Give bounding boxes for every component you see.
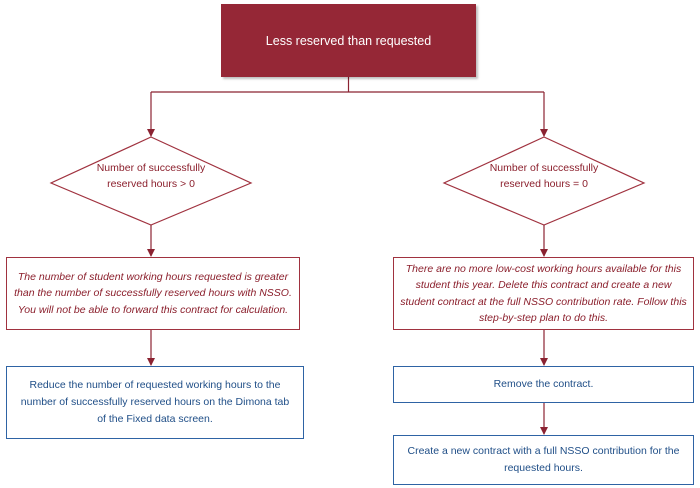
start-node-label: Less reserved than requested	[265, 33, 432, 48]
left-warning-box: The number of student working hours requ…	[6, 257, 300, 330]
left-warning-text: The number of student working hours requ…	[14, 271, 292, 316]
right-action-box-2: Create a new contract with a full NSSO c…	[393, 435, 694, 485]
start-node: Less reserved than requested	[221, 4, 476, 77]
left-condition-label: Number of successfully reserved hours > …	[96, 162, 206, 191]
left-action-text: Reduce the number of requested working h…	[20, 379, 290, 425]
right-condition-label: Number of successfully reserved hours = …	[489, 162, 599, 191]
right-action-1-text: Remove the contract.	[493, 378, 594, 391]
right-action-box-1: Remove the contract.	[393, 366, 694, 403]
left-action-box: Reduce the number of requested working h…	[6, 366, 304, 439]
right-warning-text: There are no more low-cost working hours…	[400, 262, 687, 324]
right-warning-box: There are no more low-cost working hours…	[393, 257, 694, 330]
right-action-2-text: Create a new contract with a full NSSO c…	[407, 445, 680, 474]
